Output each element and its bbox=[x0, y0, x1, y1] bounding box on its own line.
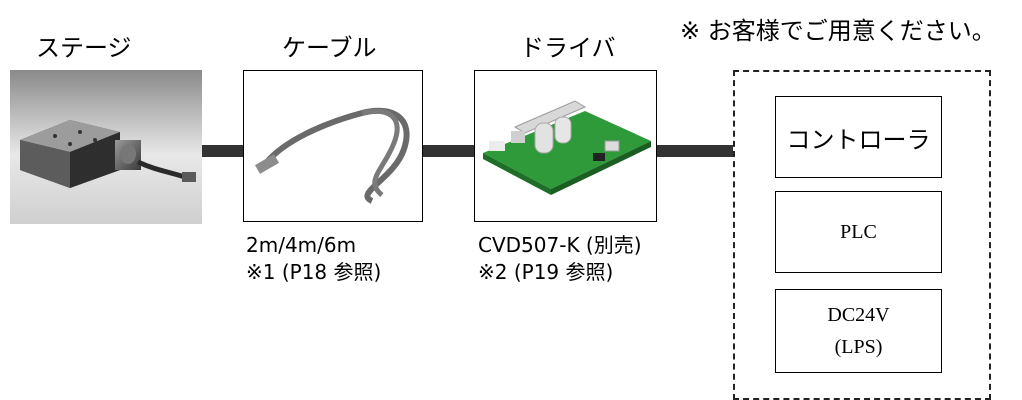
controller-box: コントローラ bbox=[775, 96, 942, 178]
driver-label: ドライバ bbox=[520, 34, 616, 62]
stage-to-cable-connector bbox=[202, 145, 244, 157]
controller-label: コントローラ bbox=[786, 125, 931, 154]
cable-photo bbox=[244, 71, 421, 220]
customer-supplied-note: ※ お客様でご用意ください。 bbox=[680, 17, 996, 45]
stage-label: ステージ bbox=[36, 34, 132, 62]
stage-box bbox=[10, 70, 202, 224]
cable-caption-ref: ※1 (P18 参照) bbox=[246, 260, 382, 284]
motorized-stage-photo bbox=[10, 70, 202, 224]
driver-caption-model: CVD507-K (別売) bbox=[478, 233, 642, 257]
cable-label: ケーブル bbox=[282, 34, 377, 62]
driver-caption-ref: ※2 (P19 参照) bbox=[478, 260, 614, 284]
power-type-label: (LPS) bbox=[834, 336, 883, 358]
driver-box bbox=[474, 70, 657, 222]
driver-to-controller-connector bbox=[657, 145, 733, 157]
cable-caption-length: 2m/4m/6m bbox=[246, 233, 357, 257]
cable-box bbox=[243, 70, 423, 222]
plc-label: PLC bbox=[840, 221, 877, 243]
cable-to-driver-connector bbox=[423, 145, 475, 157]
driver-board-photo bbox=[475, 71, 655, 220]
plc-box: PLC bbox=[775, 191, 942, 273]
power-supply-box: DC24V (LPS) bbox=[775, 289, 942, 373]
power-voltage-label: DC24V bbox=[827, 304, 890, 326]
